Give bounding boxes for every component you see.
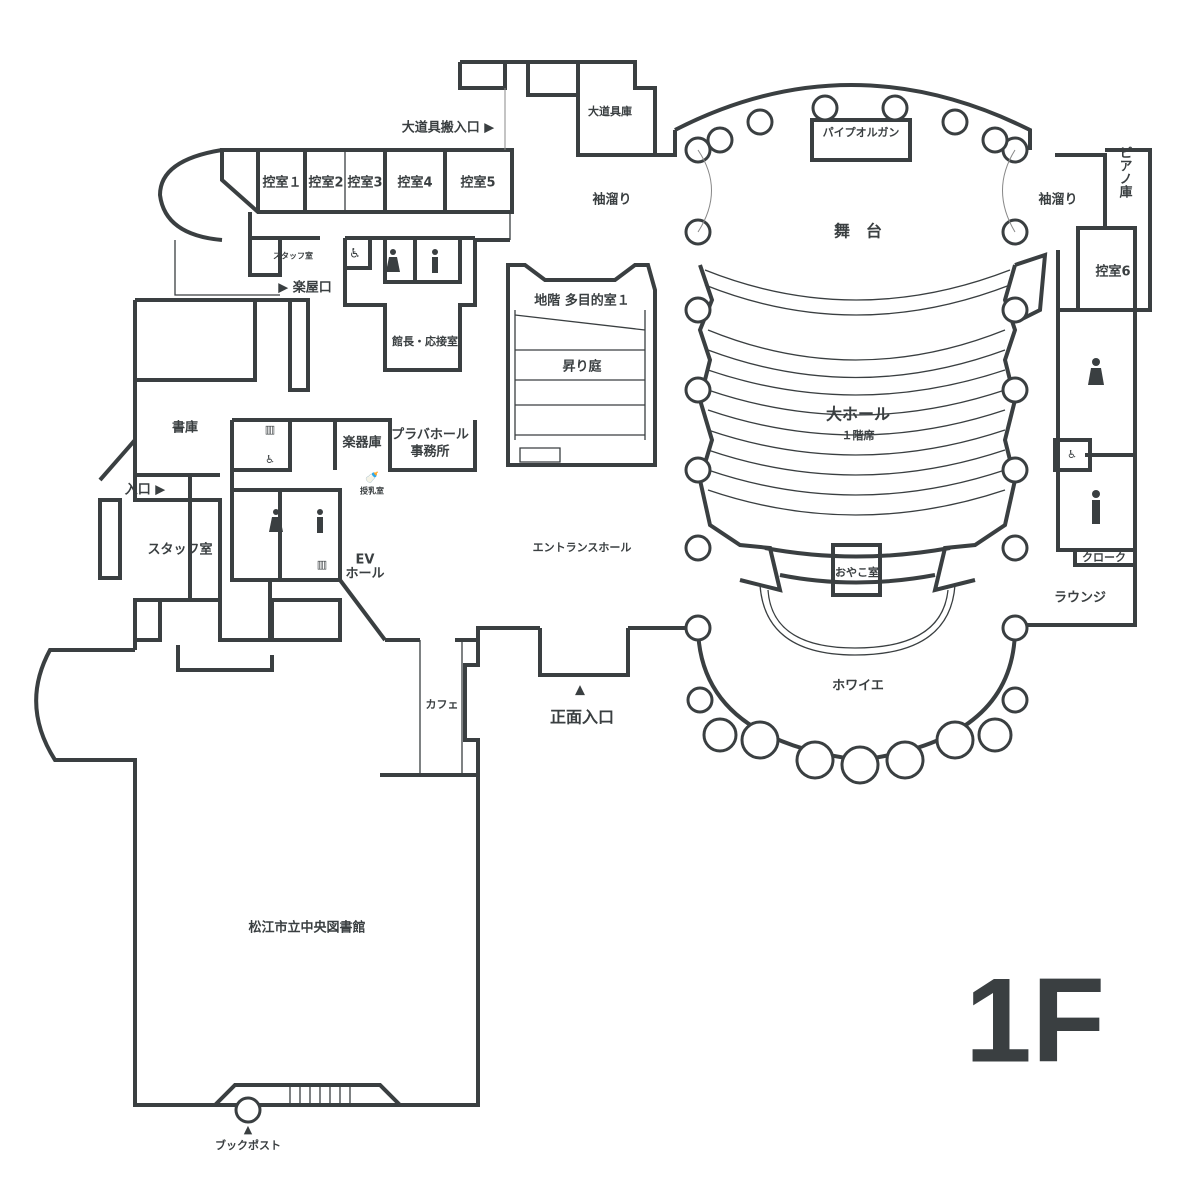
library-entrance-walls — [213, 1083, 402, 1107]
multipurpose-restroom-icon: ♿ — [1067, 448, 1077, 461]
wheelchair-icon: ♿ — [349, 247, 361, 262]
room-hikae4: 控室4 — [397, 175, 432, 191]
womens-restroom-icon — [269, 509, 283, 532]
main-entrance: 正面入口 — [550, 708, 614, 727]
cloak: クローク — [1082, 551, 1126, 564]
room-hikae3: 控室3 — [347, 175, 382, 191]
nursing-room: 授乳室 — [360, 486, 384, 496]
room-large-props: 大道具庫 — [588, 104, 632, 118]
pipe-organ: パイプオルガン — [823, 125, 900, 139]
book-storage: 書庫 — [172, 420, 198, 436]
main-hall-seats: １階席 — [842, 428, 875, 442]
mens-restroom-icon — [317, 509, 323, 533]
cafe-walls — [463, 626, 690, 775]
nursing-bottle-icon: 🍼 — [365, 471, 379, 484]
floor-label: 1F — [965, 954, 1105, 1088]
office-line2: 事務所 — [410, 444, 449, 460]
room-hikae6: 控室6 — [1095, 264, 1130, 280]
elevator-icon: ▥ — [317, 558, 327, 571]
womens-restroom-icon — [1088, 358, 1104, 385]
room-hikae2: 控室2 — [308, 175, 343, 191]
room-hikae5: 控室5 — [460, 175, 495, 191]
seating — [697, 264, 1018, 656]
lounge: ラウンジ — [1054, 591, 1106, 606]
library: 松江市立中央図書館 — [248, 920, 365, 936]
main-hall: 大ホール — [826, 405, 890, 424]
gakuya-entrance: ▶ 楽屋口 — [278, 280, 332, 296]
arrow-up-icon: ▲ — [575, 683, 585, 698]
wing-left: 袖溜り — [592, 192, 631, 208]
noboriniwa: 昇り庭 — [562, 359, 602, 375]
arrow-up-icon: ▲ — [244, 1123, 253, 1136]
stage: 舞 台 — [834, 222, 882, 241]
elevator-icon: ▥ — [265, 423, 275, 436]
staff-room: スタッフ室 — [147, 542, 212, 558]
mens-restroom-icon — [432, 249, 438, 273]
columns — [684, 94, 1029, 785]
cafe: カフェ — [426, 698, 459, 711]
library-walls — [34, 648, 480, 1107]
entrance-hall: エントランスホール — [533, 541, 632, 554]
foyer: ホワイエ — [832, 679, 884, 694]
wing-right: 袖溜り — [1038, 192, 1077, 208]
multipurpose-room: 地階 多目的室１ — [534, 293, 630, 309]
side-entrance: 入口 ▶ — [125, 483, 166, 498]
instrument-storage: 楽器庫 — [341, 435, 381, 451]
office-line1: プラバホール — [391, 428, 469, 443]
large-props-entrance: 大道具搬入口 ▶ — [402, 120, 495, 136]
oyako-room: おやこ室 — [835, 565, 879, 579]
womens-restroom-icon — [386, 249, 400, 272]
ev-hall-line1: EV — [356, 553, 375, 568]
piano-storage: ピアノ庫 — [1117, 146, 1133, 199]
room-staff-small: スタッフ室 — [273, 251, 313, 261]
director-room: 館長・応接室 — [391, 334, 458, 348]
book-post-slot — [234, 1096, 262, 1124]
ev-hall-line2: ホール — [345, 567, 384, 582]
multipurpose-restroom-icon: ♿ — [265, 453, 275, 466]
room-hikae1: 控室１ — [262, 175, 301, 191]
book-post: ブックポスト — [215, 1138, 281, 1152]
mens-restroom-icon — [1092, 490, 1100, 524]
